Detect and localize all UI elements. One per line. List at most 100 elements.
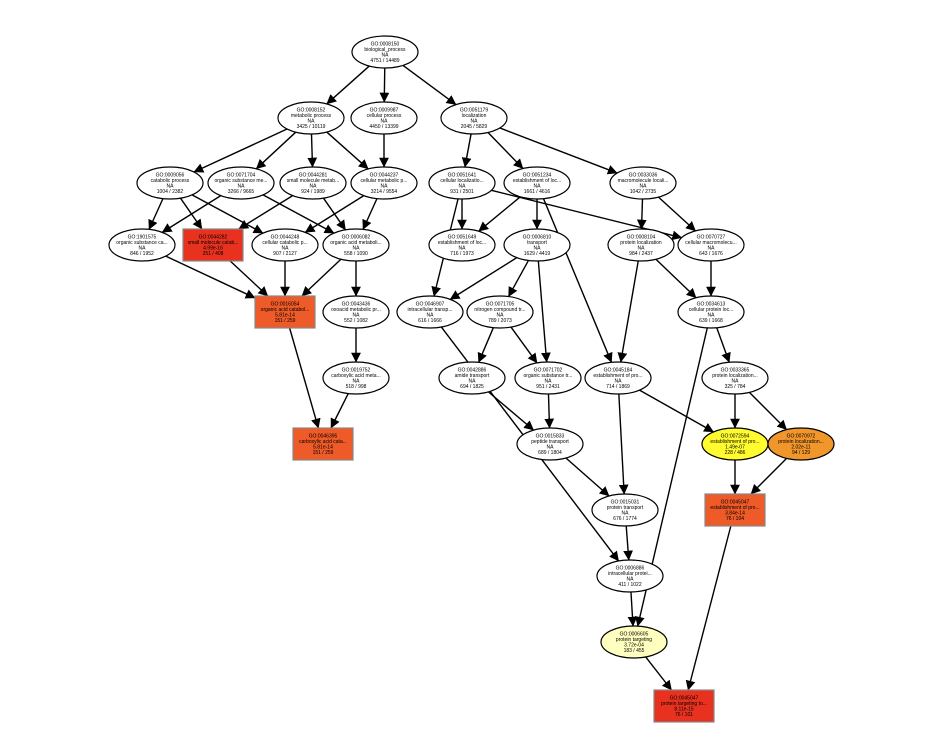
node-pvalue: NA: [640, 184, 648, 190]
node-ellipse: [207, 166, 275, 200]
node-counts: 94 / 129: [792, 450, 810, 456]
node-term-name: biological_process: [364, 47, 406, 53]
node-counts: 411 / 1022: [618, 582, 641, 588]
node-ellipse: [596, 559, 664, 593]
node-pvalue: 1.49e-07: [725, 445, 745, 451]
node-pvalue: NA: [139, 246, 147, 252]
node-go-id: GO:0033036: [629, 172, 658, 178]
node-go-id: GO:1901575: [128, 234, 157, 240]
node-ellipse: [251, 228, 319, 262]
node-ellipse: [516, 427, 584, 461]
edge-n30-n33: [565, 457, 610, 497]
node-term-name: transport: [527, 240, 547, 246]
node-term-name: organic acid catabol...: [261, 307, 310, 313]
node-term-name: small molecule metab...: [287, 178, 340, 184]
node-go-id: GO:0043436: [342, 301, 371, 307]
node-go-id: GO:0070727: [697, 234, 726, 240]
node-go-id: GO:0016054: [271, 301, 300, 307]
edge-n0-n3: [402, 64, 457, 106]
node-go-id: GO:0070972: [787, 433, 816, 439]
node-pvalue: NA: [310, 184, 318, 190]
node-ellipse: [584, 361, 652, 395]
node-pvalue: NA: [282, 246, 290, 252]
node-go-id: GO:0044248: [271, 234, 300, 240]
edge-n16-n21: [449, 257, 518, 300]
node-counts: 76 / 101: [675, 712, 693, 718]
node-go-id: GO:0044237: [370, 172, 399, 178]
node-pvalue: NA: [353, 379, 361, 385]
node-go-id: GO:0008104: [627, 234, 656, 240]
node-pvalue: NA: [353, 246, 361, 252]
node-rect: [292, 427, 354, 461]
node-counts: 1629 / 4419: [524, 251, 551, 257]
node-go-id: GO:0009056: [156, 172, 185, 178]
edge-n11-n19: [165, 255, 256, 299]
node-go-id: GO:0042886: [458, 367, 487, 373]
node-ellipse: [607, 228, 675, 262]
node-ellipse: [466, 295, 534, 329]
node-counts: 552 / 1082: [344, 318, 368, 324]
node-pvalue: NA: [622, 511, 630, 517]
edge-n3-n10: [499, 127, 618, 175]
node-pvalue: NA: [381, 119, 389, 125]
node-term-name: nitrogen compound tr...: [474, 307, 525, 313]
node-pvalue: NA: [627, 577, 635, 583]
node-ellipse: [396, 295, 464, 329]
node-counts: 951 / 2431: [536, 384, 560, 390]
edge-n17-n23: [655, 258, 697, 299]
node-counts: 1042 / 2735: [630, 189, 657, 195]
node-term-name: catabolic process: [151, 178, 190, 184]
node-counts: 325 / 784: [725, 384, 746, 390]
edge-n27-n33: [618, 393, 629, 495]
edge-n36-n37: [645, 656, 673, 691]
node-counts: 151 / 259: [275, 318, 296, 324]
node-counts: 76 / 104: [726, 516, 744, 522]
node-counts: 3214 / 9554: [371, 189, 398, 195]
edge-n17-n27: [617, 260, 639, 363]
node-pvalue: 3.84e-14: [725, 511, 745, 517]
edge-n22-n25: [477, 327, 494, 363]
node-go-id: GO:0006886: [616, 565, 645, 571]
node-ellipse: [322, 361, 390, 395]
node-term-name: protein localization...: [712, 373, 758, 379]
node-term-name: establishment of loc...: [438, 240, 486, 246]
node-counts: 4751 / 14489: [370, 58, 399, 64]
node-go-id: GO:0044281: [299, 172, 328, 178]
node-term-name: protein localization: [620, 240, 662, 246]
edge-n1-n4: [193, 128, 288, 173]
node-term-name: cellular localizatio...: [440, 178, 483, 184]
node-counts: 4450 / 13399: [369, 124, 398, 130]
node-term-name: organic substance ca...: [116, 240, 167, 246]
node-term-name: macromolecule locali...: [618, 178, 669, 184]
node-ellipse: [438, 361, 506, 395]
node-counts: 1004 / 2382: [157, 189, 184, 195]
node-term-name: intracellular transp...: [407, 307, 452, 313]
node-pvalue: NA: [534, 246, 542, 252]
edge-n25-n30: [487, 391, 535, 431]
node-pvalue: 3.72e-04: [624, 643, 644, 649]
node-term-name: cellular metabolic p...: [361, 178, 408, 184]
node-term-name: organic substance tr...: [524, 373, 573, 379]
node-go-id: GO:0045047: [670, 695, 699, 701]
node-go-id: GO:0051179: [460, 107, 488, 113]
node-counts: 907 / 2127: [273, 251, 297, 257]
node-go-id: GO:0008150: [371, 41, 400, 47]
edge-n34-n37: [685, 525, 732, 691]
node-go-id: GO:0019752: [342, 367, 371, 373]
